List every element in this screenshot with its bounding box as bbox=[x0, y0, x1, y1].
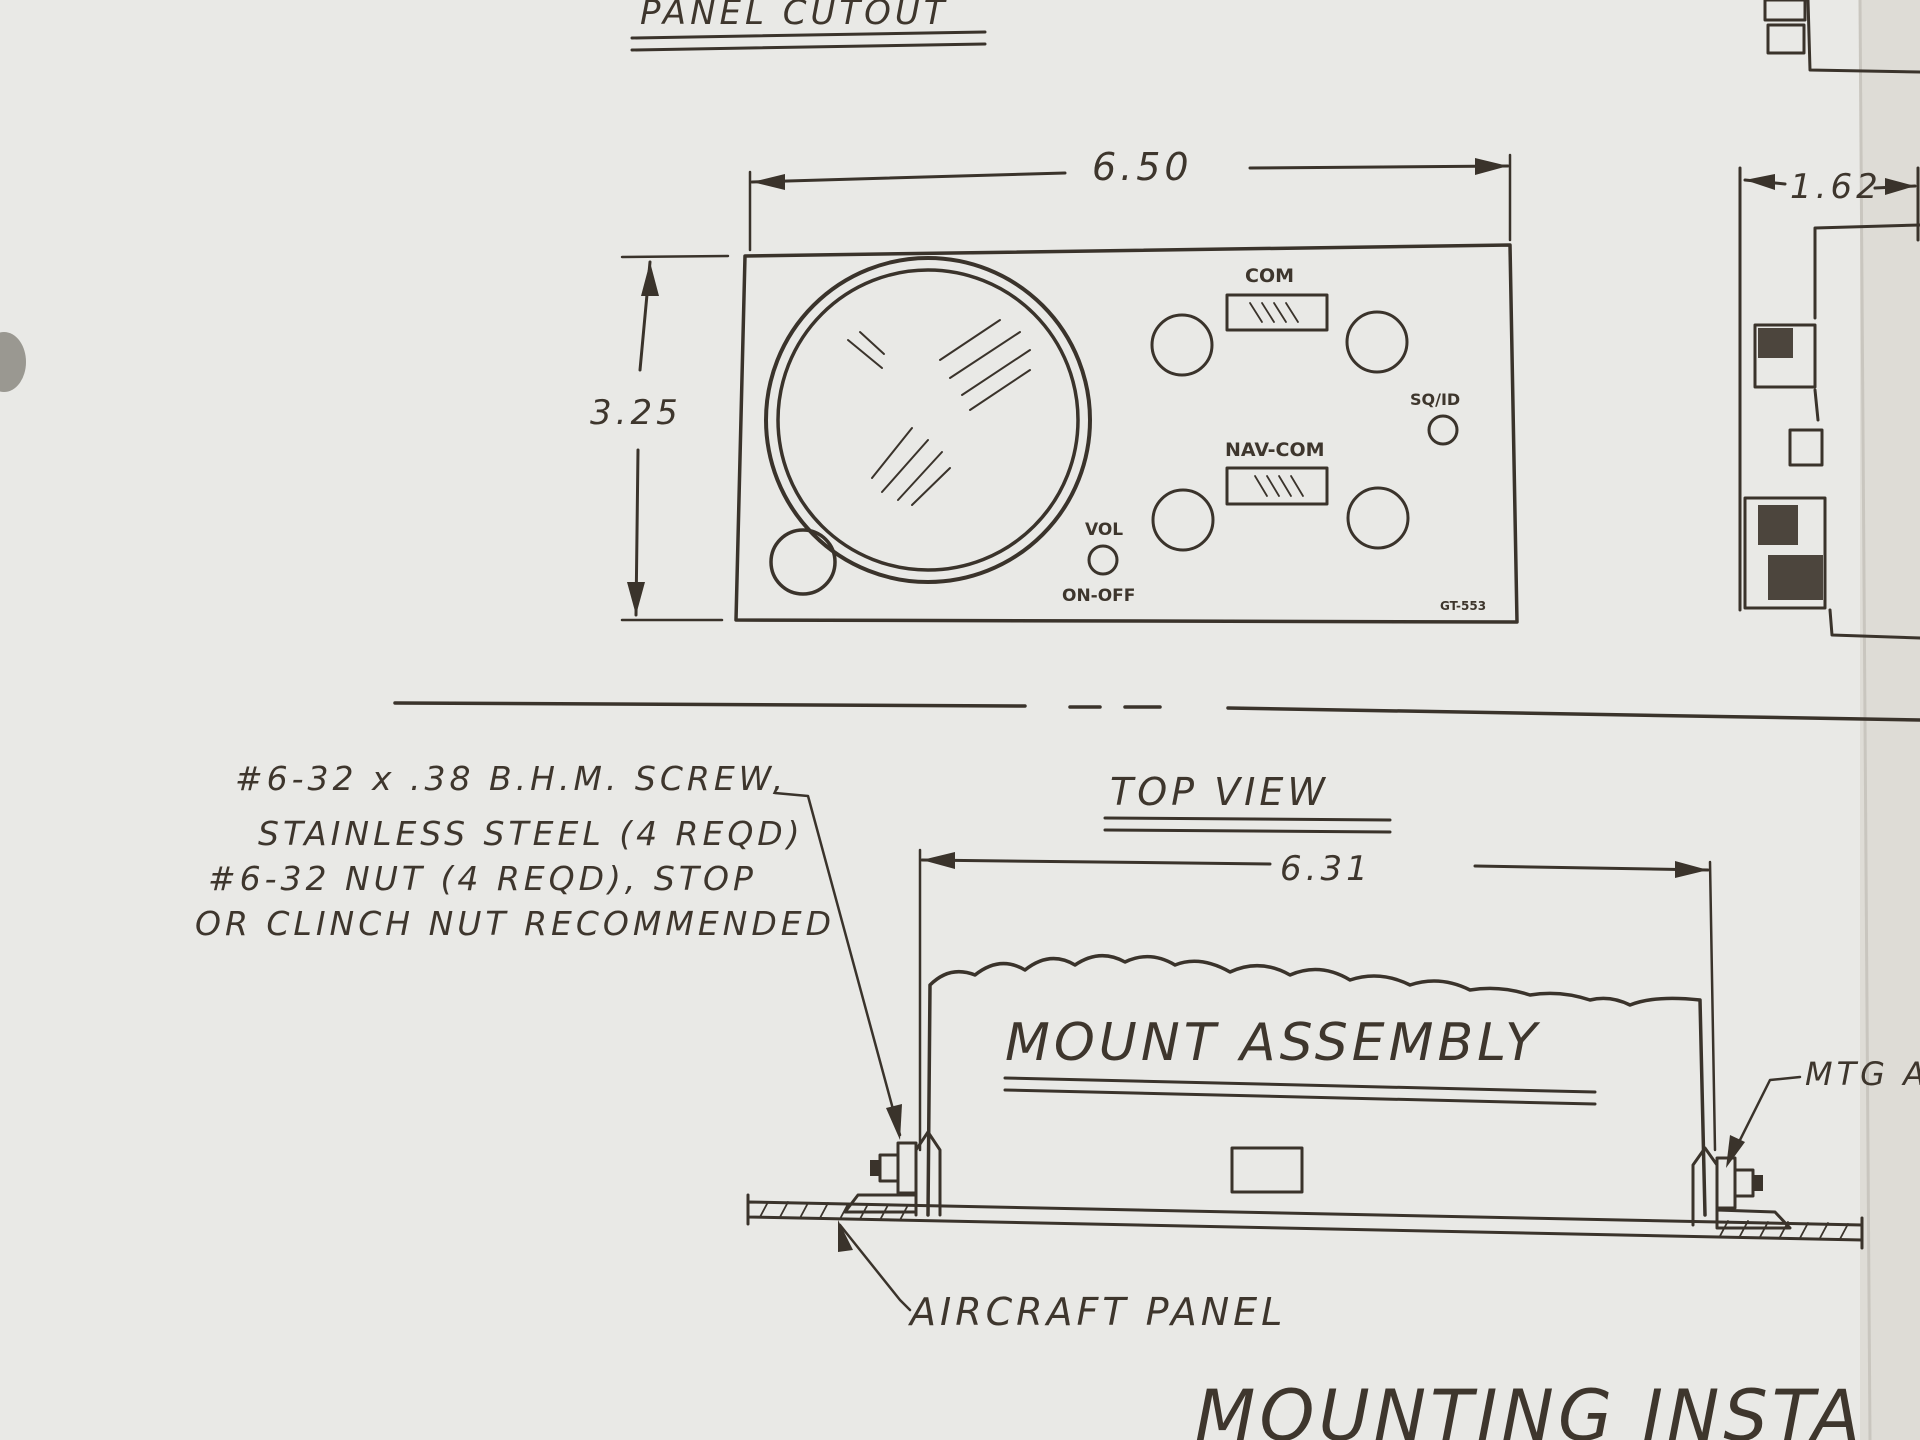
aircraft-panel-label: AIRCRAFT PANEL bbox=[907, 1290, 1286, 1334]
extension-line bbox=[1708, 860, 1717, 1152]
arrow-head bbox=[627, 582, 645, 615]
mount-assembly-label: MOUNT ASSEMBLY bbox=[1005, 1013, 1541, 1073]
label-underline-2 bbox=[1003, 1088, 1597, 1106]
mount-assembly-body bbox=[926, 954, 1707, 1217]
radio-panel-outline bbox=[734, 243, 1519, 624]
binder-hole bbox=[0, 332, 26, 392]
mtg-label: MTG A bbox=[1805, 1055, 1920, 1093]
leader-arrow bbox=[886, 1104, 902, 1140]
width-dimension: 6.50 bbox=[1092, 145, 1193, 189]
sq-id-knob bbox=[1427, 414, 1459, 446]
section-divider bbox=[393, 701, 1027, 708]
com-knob-left bbox=[1150, 313, 1214, 377]
part-number: GT-553 bbox=[1440, 599, 1486, 613]
dimension-line bbox=[1473, 864, 1710, 872]
note-line-4: OR CLINCH NUT RECOMMENDED bbox=[195, 904, 835, 943]
on-off-label: ON-OFF bbox=[1062, 586, 1135, 606]
leader-line bbox=[838, 1223, 912, 1312]
display-bezel bbox=[764, 256, 1092, 584]
com-knob-right bbox=[1345, 310, 1409, 374]
dimension-line bbox=[750, 171, 1067, 184]
note-line-2: STAINLESS STEEL (4 REQD) bbox=[258, 814, 804, 853]
aircraft-panel-plate bbox=[746, 1193, 1864, 1250]
volume-knob bbox=[1087, 544, 1119, 576]
nav-com-window-hatching bbox=[1254, 475, 1304, 497]
note-line-1: #6-32 x .38 B.H.M. SCREW, bbox=[235, 759, 787, 798]
top-width-dimension: 6.31 bbox=[1280, 849, 1372, 889]
leader-arrow bbox=[838, 1220, 853, 1252]
arrow-head bbox=[922, 852, 955, 869]
height-dimension: 3.25 bbox=[590, 393, 682, 433]
nav-com-knob-left bbox=[1151, 488, 1215, 552]
nav-com-display-window bbox=[1225, 466, 1329, 506]
glass-hatching bbox=[847, 319, 1031, 506]
note-line-3: #6-32 NUT (4 REQD), STOP bbox=[208, 859, 757, 898]
com-label: COM bbox=[1245, 265, 1294, 287]
dimension-line bbox=[920, 858, 1272, 866]
arrow-head bbox=[752, 174, 785, 190]
com-window-hatching bbox=[1249, 302, 1299, 323]
title-underline bbox=[630, 30, 987, 40]
arrow-head bbox=[1675, 861, 1708, 878]
section-divider bbox=[1226, 706, 1920, 722]
title-underline-2 bbox=[630, 42, 987, 52]
title-underline bbox=[1103, 816, 1392, 822]
leader-line bbox=[1728, 1075, 1802, 1162]
sq-id-label: SQ/ID bbox=[1410, 390, 1460, 409]
leader-line bbox=[773, 791, 902, 1137]
display-face bbox=[776, 268, 1080, 572]
leader-arrow bbox=[1726, 1135, 1745, 1168]
title-underline-2 bbox=[1103, 828, 1392, 834]
connector-cutout bbox=[1230, 1146, 1304, 1194]
tuning-knob bbox=[769, 528, 837, 596]
top-view-title: TOP VIEW bbox=[1110, 770, 1329, 814]
side-view-partial: 1.62 bbox=[1738, 0, 1920, 640]
com-display-window bbox=[1225, 293, 1329, 332]
side-dimension: 1.62 bbox=[1790, 167, 1882, 207]
extension-line bbox=[620, 254, 730, 259]
label-underline bbox=[1003, 1076, 1597, 1094]
panel-cutout-title: PANEL CUTOUT bbox=[640, 0, 949, 33]
left-mounting-bracket bbox=[843, 1130, 942, 1217]
arrow-head bbox=[1475, 158, 1508, 175]
mounting-instructions-heading: MOUNTING INSTA bbox=[1195, 1375, 1864, 1440]
dimension-line bbox=[1248, 164, 1510, 170]
nav-com-knob-right bbox=[1346, 486, 1410, 550]
nav-com-label: NAV-COM bbox=[1225, 439, 1325, 461]
vol-label: VOL bbox=[1085, 520, 1123, 540]
arrow-head bbox=[641, 262, 659, 296]
